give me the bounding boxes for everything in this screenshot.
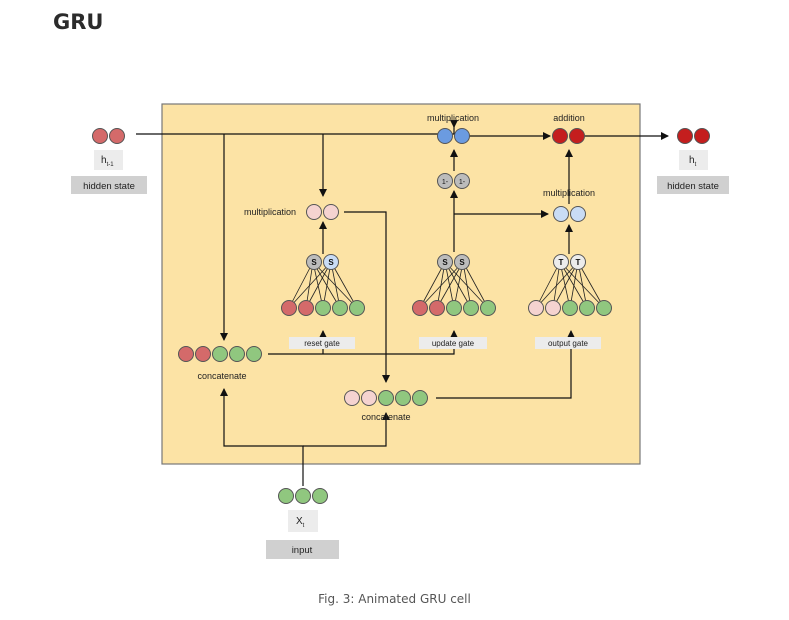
reset-sigmoid-1: S [311,258,317,267]
h-next-subscript: t [695,162,697,168]
addition-node: addition [552,113,585,144]
h-next-caption: hidden state [667,181,719,192]
x-input-subscript: t [303,523,305,529]
top-multiplication-node: multiplication [427,113,479,144]
connections [136,120,669,486]
one-minus-label-2: 1- [459,179,466,186]
x-input-node: Xt input [266,488,339,559]
x-input-caption: input [292,545,313,556]
one-minus-node: 1- 1- [437,173,470,189]
top-multiplication-label: multiplication [427,113,479,123]
svg-text:Xt: Xt [296,516,305,529]
svg-text:ht-1: ht-1 [101,155,114,168]
output-tanh-2: T [576,258,581,267]
addition-label: addition [553,113,585,123]
left-multiplication-label: multiplication [244,207,296,217]
h-prev-label: h [101,155,107,166]
left-concatenate-node: concatenate [178,346,262,381]
figure-caption: Fig. 3: Animated GRU cell [318,592,471,606]
middle-concatenate-node: concatenate [344,390,428,422]
x-input-label: X [296,516,303,527]
update-sigmoid-1: S [442,258,448,267]
left-concatenate-label: concatenate [197,371,246,381]
one-minus-label-1: 1- [442,179,449,186]
h-prev-subscript: t-1 [107,162,115,168]
middle-concatenate-label: concatenate [361,412,410,422]
page-title: GRU [53,10,104,34]
output-gate-label: output gate [548,339,589,348]
reset-gate: S S reset gate [281,254,365,349]
gru-cell-box [161,103,641,465]
update-gate: S S update gate [412,254,496,349]
update-sigmoid-2: S [459,258,465,267]
output-tanh-1: T [559,258,564,267]
h-next-label: h [689,155,695,166]
svg-text:ht: ht [689,155,697,168]
h-next-node: ht hidden state [657,128,729,194]
left-multiplication-node: multiplication [244,204,339,220]
reset-gate-label: reset gate [304,339,340,348]
right-multiplication-node: multiplication [543,188,595,222]
h-prev-node: ht-1 hidden state [71,128,147,194]
update-gate-label: update gate [432,339,475,348]
h-prev-caption: hidden state [83,181,135,192]
reset-sigmoid-2: S [328,258,334,267]
right-multiplication-label: multiplication [543,188,595,198]
output-gate: T T output gate [528,254,612,349]
